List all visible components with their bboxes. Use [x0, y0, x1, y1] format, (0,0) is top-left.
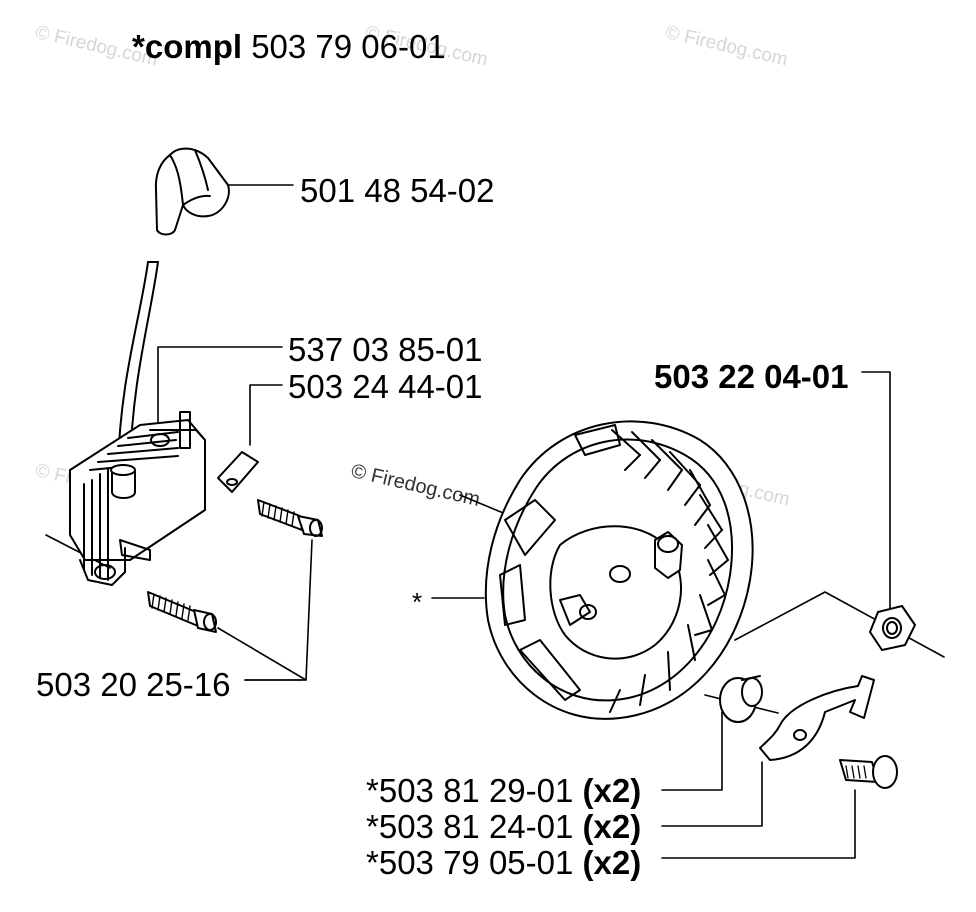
kit-item-2[interactable]: *503 81 24-01 (x2)	[366, 810, 641, 843]
part-label-module-screw[interactable]: 503 20 25-16	[36, 666, 231, 703]
ignition-module	[69, 411, 206, 586]
pawl	[759, 675, 875, 761]
kit-item-qty: (x2)	[582, 844, 642, 881]
leader-lines	[45, 184, 945, 859]
kit-item-1[interactable]: *503 81 29-01 (x2)	[366, 774, 641, 807]
module-screw-lower	[147, 591, 217, 633]
kit-item-qty: (x2)	[582, 772, 642, 809]
kit-item-qty: (x2)	[582, 808, 642, 845]
kit-prefix: *compl	[132, 28, 243, 65]
kit-number: 503 79 06-01	[251, 28, 446, 65]
part-label-short-circuit-cable[interactable]: 503 24 44-01	[288, 368, 483, 405]
flywheel	[484, 420, 754, 720]
part-label-spark-plug-cap[interactable]: 501 48 54-02	[300, 172, 495, 209]
terminal-plate	[217, 451, 259, 493]
bushing	[719, 675, 763, 723]
part-label-ignition-module[interactable]: 537 03 85-01	[288, 331, 483, 368]
kit-item-3[interactable]: *503 79 05-01 (x2)	[366, 846, 641, 879]
spark-plug-cap	[154, 147, 230, 236]
kit-item-number: *503 79 05-01	[366, 844, 574, 881]
part-label-flywheel[interactable]: *	[412, 587, 423, 617]
kit-title: *compl 503 79 06-01	[132, 30, 446, 63]
kit-item-number: *503 81 24-01	[366, 808, 574, 845]
module-screw-upper	[257, 499, 323, 537]
pawl-pin	[839, 755, 898, 789]
part-label-flywheel-nut[interactable]: 503 22 04-01	[654, 358, 849, 395]
kit-item-number: *503 81 29-01	[366, 772, 574, 809]
flywheel-nut	[869, 605, 916, 651]
